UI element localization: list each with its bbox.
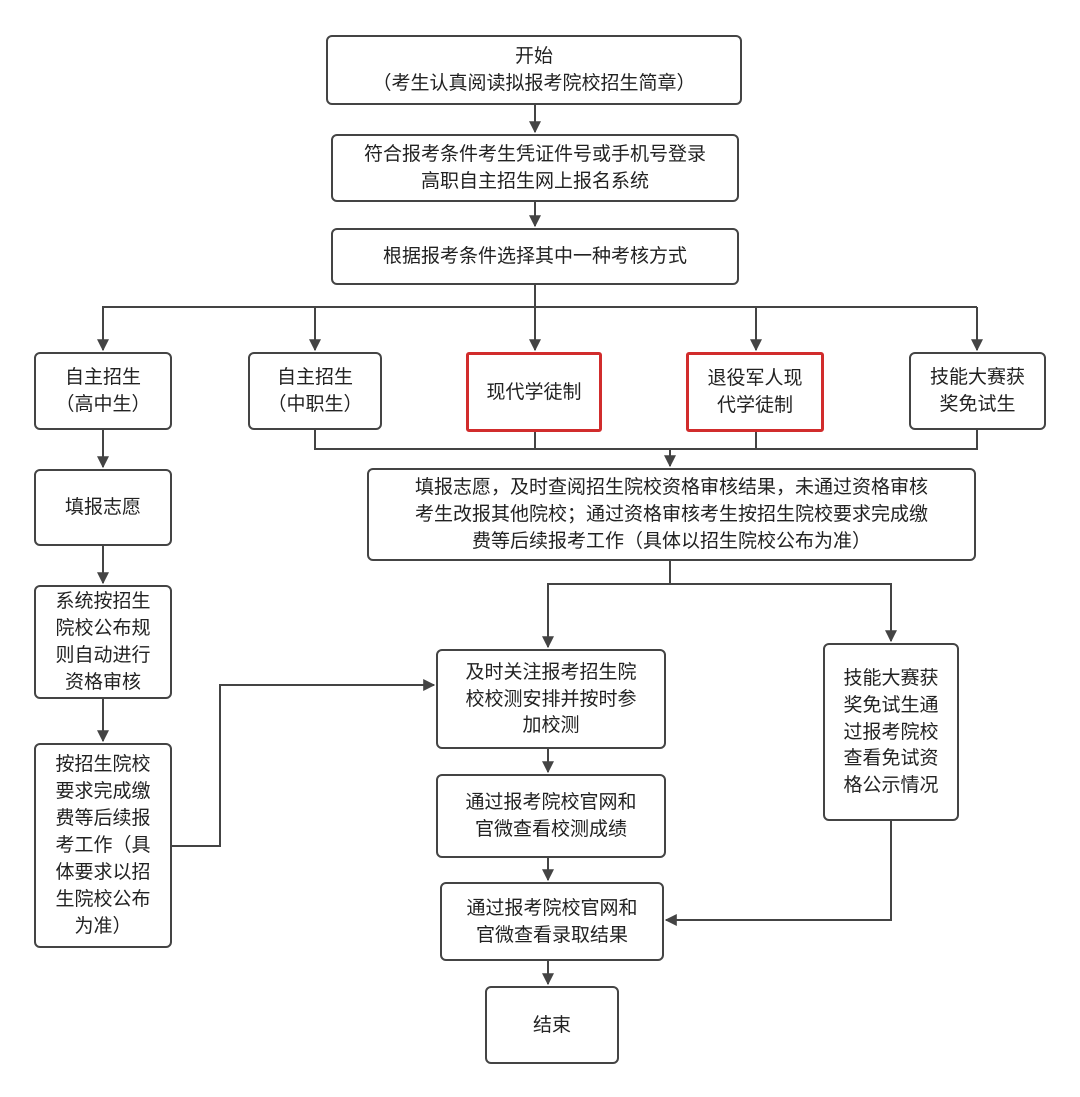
option-apprenticeship-node: 现代学徒制 [466,352,602,432]
review-split-right [670,583,897,643]
check-score-node: 通过报考院校官网和 官微查看校测成绩 [436,774,666,858]
payment-followup-text: 按招生院校 要求完成缴 费等后续报 考工作（具 体要求以招 生院校公布 为准） [55,753,151,937]
end-node: 结束 [485,986,619,1064]
login-node: 符合报考条件考生凭证件号或手机号登录 高职自主招生网上报名系统 [331,134,739,202]
option-apprenticeship-text: 现代学徒制 [486,380,582,403]
option-vocational-node: 自主招生 （中职生） [248,352,382,430]
attend-test-text: 及时关注报考招生院 校校测安排并按时参 加校测 [465,660,637,737]
option-vocational-text: 自主招生 （中职生） [267,366,363,415]
fill-wish-text: 填报志愿 [64,496,141,519]
login-node-text: 符合报考条件考生凭证件号或手机号登录 高职自主招生网上报名系统 [363,143,706,192]
option-veteran-apprenticeship-node: 退役军人现 代学徒制 [686,352,824,432]
arrow-skill-to-result [664,821,892,926]
option-skill-competition-node: 技能大赛获 奖免试生 [909,352,1046,430]
skill-exemption-check-node: 技能大赛获 奖免试生通 过报考院校 查看免试资 格公示情况 [823,643,959,821]
fill-wish-node: 填报志愿 [34,469,172,546]
review-info-node: 填报志愿，及时查阅招生院校资格审核结果，未通过资格审核 考生改报其他院校；通过资… [367,468,976,561]
choose-method-node: 根据报考条件选择其中一种考核方式 [331,228,739,285]
option-skill-competition-text: 技能大赛获 奖免试生 [929,366,1025,415]
auto-review-text: 系统按招生 院校公布规 则自动进行 资格审核 [55,590,151,693]
check-result-node: 通过报考院校官网和 官微查看录取结果 [440,882,664,961]
option-high-school-text: 自主招生 （高中生） [55,366,151,415]
merge-bar [314,430,978,450]
review-split [542,561,671,649]
option-veteran-apprenticeship-text: 退役军人现 代学徒制 [707,367,803,416]
review-info-text: 填报志愿，及时查阅招生院校资格审核结果，未通过资格审核 考生改报其他院校；通过资… [414,476,928,552]
option-high-school-node: 自主招生 （高中生） [34,352,172,430]
end-node-text: 结束 [532,1013,571,1036]
start-node: 开始 （考生认真阅读拟报考院校招生简章） [326,35,742,105]
attend-test-node: 及时关注报考招生院 校校测安排并按时参 加校测 [436,649,666,749]
skill-exemption-check-text: 技能大赛获 奖免试生通 过报考院校 查看免试资 格公示情况 [843,666,939,797]
payment-followup-node: 按招生院校 要求完成缴 费等后续报 考工作（具 体要求以招 生院校公布 为准） [34,743,172,948]
choose-method-node-text: 根据报考条件选择其中一种考核方式 [382,245,687,268]
check-score-text: 通过报考院校官网和 官微查看校测成绩 [465,791,637,840]
branch-bar [102,285,536,350]
arrow-pay-to-test [170,679,436,847]
auto-review-node: 系统按招生 院校公布规 则自动进行 资格审核 [34,585,172,699]
start-node-text: 开始 （考生认真阅读拟报考院校招生简章） [372,45,696,94]
check-result-text: 通过报考院校官网和 官微查看录取结果 [466,896,638,946]
